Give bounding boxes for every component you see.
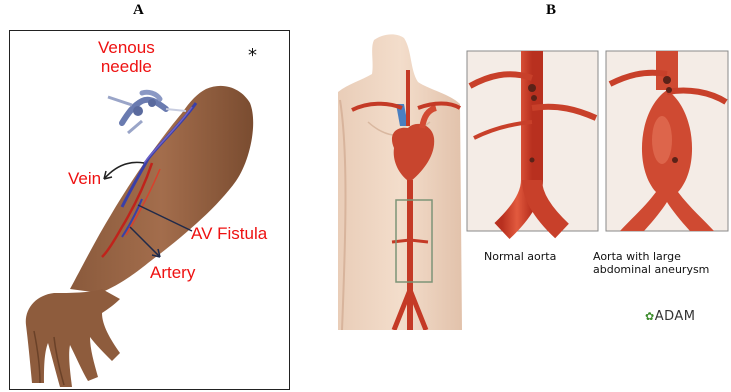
aorta-illustration: Normal aorta Aorta with large abdominal … (338, 30, 731, 330)
panel-b-letter: B (546, 2, 556, 19)
torso-shape (338, 34, 462, 330)
av-fistula-label: AV Fistula (191, 224, 267, 243)
adam-brand-text: ADAM (655, 309, 696, 324)
artery-label: Artery (150, 263, 195, 282)
arm-drawing (10, 31, 290, 390)
adam-logo: ✿ADAM (645, 309, 696, 324)
panel-a-letter: A (133, 2, 144, 19)
arm-fistula-illustration: Venous needle Vein AV Fistula Artery * (9, 30, 290, 390)
venous-needle-label: Venous needle (98, 38, 155, 76)
aorta-drawing (338, 30, 731, 330)
vein-label: Vein (68, 169, 101, 188)
aneurysm-caption: Aorta with large abdominal aneurysm (593, 250, 709, 276)
arm-shape (70, 86, 253, 293)
leaf-icon: ✿ (645, 310, 655, 323)
asterisk-marker: * (248, 45, 257, 66)
normal-aorta-caption: Normal aorta (484, 250, 556, 263)
